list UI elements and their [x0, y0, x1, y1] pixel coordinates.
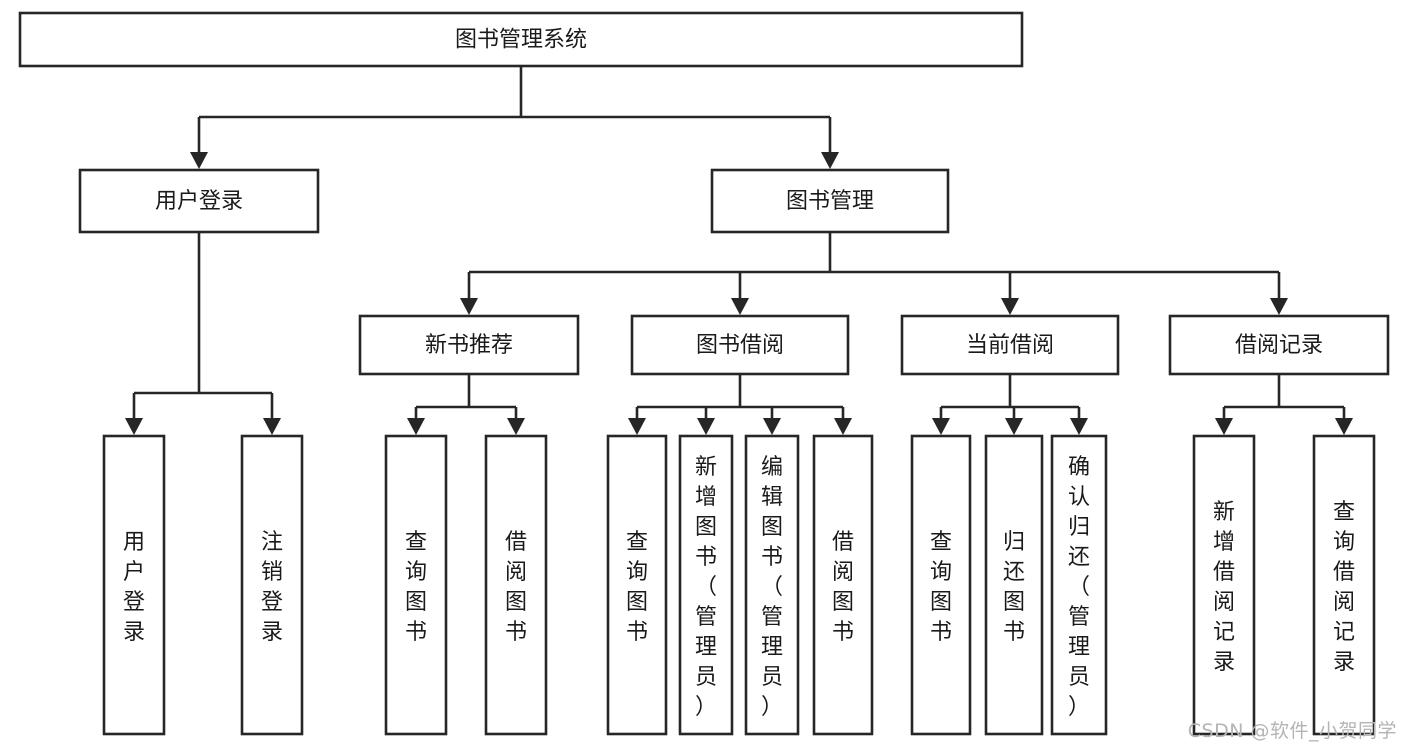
arrowhead-icon	[1335, 418, 1353, 435]
node-book-manage[interactable]: 图书管理	[710, 168, 950, 234]
node-box-current-borrow	[900, 314, 1120, 376]
node-leaf-logout[interactable]: 注销登录	[240, 434, 304, 736]
arrowhead-icon	[507, 418, 525, 435]
node-leaf-borrow-book-rec[interactable]: 借阅图书	[484, 434, 548, 736]
node-label-leaf-logout: 注销登录	[261, 530, 283, 645]
watermark-text: CSDN @软件_小贺同学	[1187, 720, 1397, 742]
node-box-leaf-borrow-book	[812, 434, 874, 736]
node-borrow-record[interactable]: 借阅记录	[1168, 314, 1390, 376]
node-root[interactable]: 图书管理系统	[18, 11, 1024, 68]
node-label-leaf-return-book: 归还图书	[1003, 530, 1025, 645]
node-leaf-query-book-cur[interactable]: 查询图书	[910, 434, 972, 736]
node-label-current-borrow: 当前借阅	[966, 333, 1054, 358]
node-label-leaf-query-book-cur: 查询图书	[930, 530, 952, 645]
node-label-book-borrow: 图书借阅	[696, 333, 784, 358]
arrowhead-icon	[1005, 418, 1023, 435]
node-box-new-book-rec	[358, 314, 580, 376]
node-leaf-query-book-rec[interactable]: 查询图书	[384, 434, 448, 736]
node-label-leaf-confirm-return: 确认归还（管理员）	[1068, 455, 1090, 720]
node-leaf-return-book[interactable]: 归还图书	[984, 434, 1044, 736]
arrowhead-icon	[763, 418, 781, 435]
arrowhead-icon	[190, 152, 208, 169]
node-box-user-login	[78, 168, 320, 234]
node-book-borrow[interactable]: 图书借阅	[630, 314, 850, 376]
arrowhead-icon	[1215, 418, 1233, 435]
node-leaf-add-book[interactable]: 新增图书（管理员）	[678, 434, 734, 736]
arrowhead-icon	[125, 418, 143, 435]
arrowhead-icon	[407, 418, 425, 435]
node-label-leaf-edit-book: 编辑图书（管理员）	[761, 455, 783, 720]
node-label-leaf-query-book-rec: 查询图书	[405, 530, 427, 645]
node-box-book-borrow	[630, 314, 850, 376]
node-label-leaf-borrow-book-rec: 借阅图书	[505, 530, 527, 645]
node-box-leaf-add-record	[1192, 434, 1256, 736]
node-label-leaf-query-record: 查询借阅记录	[1333, 500, 1355, 675]
node-box-book-manage	[710, 168, 950, 234]
node-box-leaf-add-book	[678, 434, 734, 736]
node-label-user-login: 用户登录	[155, 189, 243, 214]
node-label-leaf-add-record: 新增借阅记录	[1213, 500, 1235, 675]
node-label-leaf-borrow-book: 借阅图书	[832, 530, 854, 645]
node-box-leaf-return-book	[984, 434, 1044, 736]
node-leaf-edit-book[interactable]: 编辑图书（管理员）	[744, 434, 800, 736]
node-layer: 图书管理系统用户登录图书管理新书推荐图书借阅当前借阅借阅记录用户登录注销登录查询…	[18, 11, 1390, 736]
node-box-leaf-edit-book	[744, 434, 800, 736]
node-label-new-book-rec: 新书推荐	[425, 333, 513, 358]
arrowhead-icon	[1070, 418, 1088, 435]
node-label-leaf-query-book-borrow: 查询图书	[626, 530, 648, 645]
node-label-leaf-add-book: 新增图书（管理员）	[695, 455, 717, 720]
node-box-leaf-query-record	[1312, 434, 1376, 736]
node-leaf-query-book-borrow[interactable]: 查询图书	[606, 434, 668, 736]
arrowhead-icon	[1001, 298, 1019, 315]
node-new-book-rec[interactable]: 新书推荐	[358, 314, 580, 376]
node-leaf-borrow-book[interactable]: 借阅图书	[812, 434, 874, 736]
node-box-root	[18, 11, 1024, 68]
node-current-borrow[interactable]: 当前借阅	[900, 314, 1120, 376]
connector-layer	[125, 66, 1353, 435]
node-user-login[interactable]: 用户登录	[78, 168, 320, 234]
node-box-leaf-query-book-rec	[384, 434, 448, 736]
node-label-borrow-record: 借阅记录	[1235, 333, 1323, 358]
node-label-book-manage: 图书管理	[786, 189, 874, 214]
node-leaf-query-record[interactable]: 查询借阅记录	[1312, 434, 1376, 736]
arrowhead-icon	[697, 418, 715, 435]
node-box-leaf-query-book-cur	[910, 434, 972, 736]
node-label-root: 图书管理系统	[455, 28, 587, 53]
arrowhead-icon	[731, 298, 749, 315]
node-label-leaf-user-login: 用户登录	[123, 530, 145, 645]
arrowhead-icon	[1270, 298, 1288, 315]
arrowhead-icon	[834, 418, 852, 435]
node-box-leaf-borrow-book-rec	[484, 434, 548, 736]
node-box-leaf-logout	[240, 434, 304, 736]
arrowhead-icon	[821, 152, 839, 169]
arrowhead-icon	[628, 418, 646, 435]
arrowhead-icon	[263, 418, 281, 435]
node-leaf-user-login[interactable]: 用户登录	[102, 434, 166, 736]
arrowhead-icon	[460, 298, 478, 315]
node-box-leaf-user-login	[102, 434, 166, 736]
node-box-leaf-query-book-borrow	[606, 434, 668, 736]
node-leaf-add-record[interactable]: 新增借阅记录	[1192, 434, 1256, 736]
arrowhead-icon	[932, 418, 950, 435]
node-leaf-confirm-return[interactable]: 确认归还（管理员）	[1050, 434, 1108, 736]
node-box-borrow-record	[1168, 314, 1390, 376]
node-box-leaf-confirm-return	[1050, 434, 1108, 736]
